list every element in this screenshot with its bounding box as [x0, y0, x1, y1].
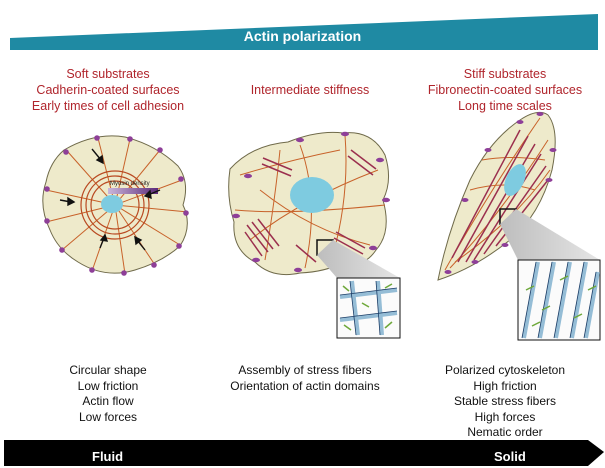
conditions-column-2: Intermediate stiffness — [210, 82, 410, 98]
properties-column-1: Circular shape Low friction Actin flow L… — [8, 363, 208, 425]
condition-text: Early times of cell adhesion — [8, 98, 208, 114]
condition-text: Fibronectin-coated surfaces — [405, 82, 605, 98]
intermediate-cell — [229, 132, 400, 338]
conditions-column-1: Soft substrates Cadherin-coated surfaces… — [8, 66, 208, 114]
myosin-density-label: Myosin density — [110, 181, 150, 187]
conditions-column-3: Stiff substrates Fibronectin-coated surf… — [405, 66, 605, 114]
condition-text: Stiff substrates — [405, 66, 605, 82]
nucleus — [290, 177, 334, 213]
property-text: Stable stress fibers — [405, 394, 605, 410]
property-text: Polarized cytoskeleton — [405, 363, 605, 379]
condition-text: Intermediate stiffness — [210, 82, 410, 98]
condition-text: Cadherin-coated surfaces — [8, 82, 208, 98]
property-text: High forces — [405, 410, 605, 426]
property-text: Nematic order — [405, 425, 605, 441]
zoom-inset — [337, 278, 400, 338]
property-text: Low forces — [8, 410, 208, 426]
properties-column-3: Polarized cytoskeleton High friction Sta… — [405, 363, 605, 441]
property-text: Assembly of stress fibers — [200, 363, 410, 379]
solid-label: Solid — [494, 449, 526, 465]
property-text: Orientation of actin domains — [200, 379, 410, 395]
condition-text: Soft substrates — [8, 66, 208, 82]
circular-cell — [43, 135, 189, 276]
property-text: Circular shape — [8, 363, 208, 379]
zoom-projection — [500, 209, 600, 260]
fluid-label: Fluid — [92, 449, 123, 465]
properties-column-2: Assembly of stress fibers Orientation of… — [200, 363, 410, 394]
property-text: High friction — [405, 379, 605, 395]
property-text: Actin flow — [8, 394, 208, 410]
property-text: Low friction — [8, 379, 208, 395]
banner-title: Actin polarization — [0, 28, 605, 44]
polarized-cell — [438, 112, 600, 340]
condition-text: Long time scales — [405, 98, 605, 114]
nucleus — [101, 195, 123, 213]
